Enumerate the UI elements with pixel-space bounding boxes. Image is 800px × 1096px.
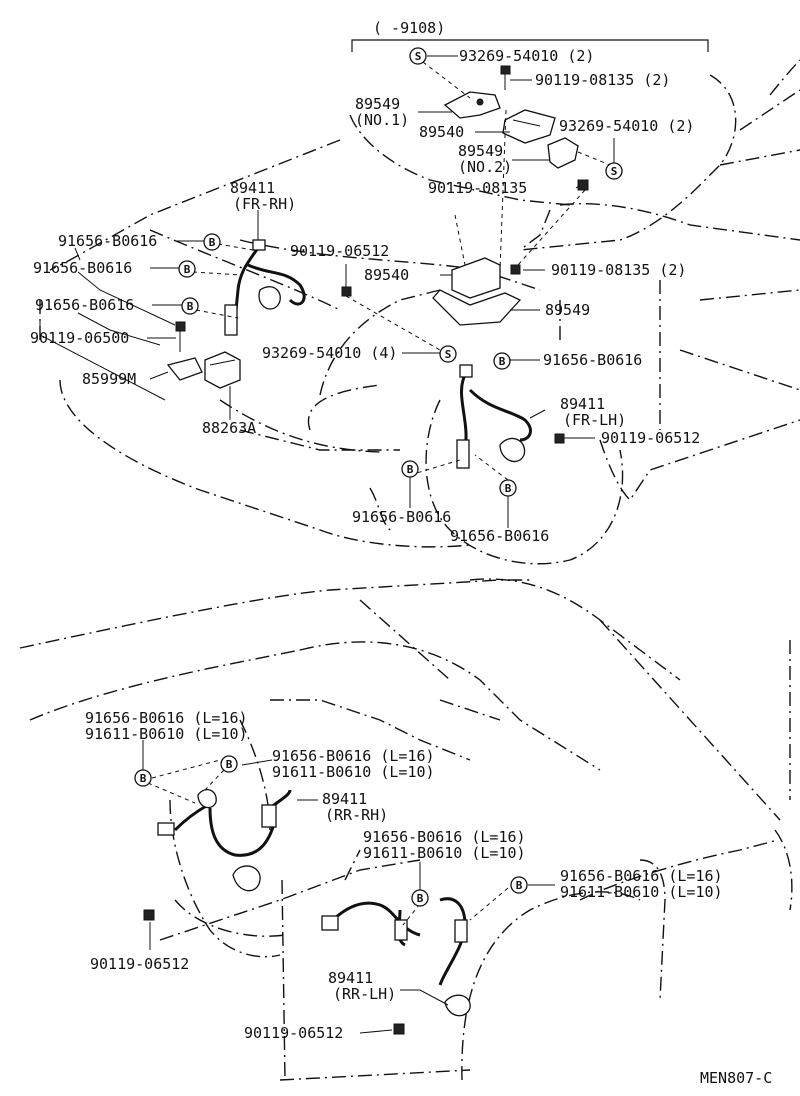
bolt-badge-rr-lh-2: B [510,876,528,894]
label-rr-rh-clamp1b: 91611-B0610 (L=10) [85,725,248,743]
label-bolt-mid: 90119-08135 [428,179,527,197]
rear-body-outline [19,578,793,1081]
label-clamp-e: 91656-B0616 [352,508,451,526]
label-clamp-b: 91656-B0616 [33,259,132,277]
bolt-fr-lh [554,433,565,444]
label-bolt-computer: 90119-08135 (2) [551,261,686,279]
label-sensor-fr-rh: 89411 [230,179,275,197]
bolt-top [500,65,511,90]
bolt-rr-rh [143,909,155,921]
label-bolt-relay: 90119-06500 [30,329,129,347]
label-rr-lh-clamp2: 91656-B0616 (L=16) [560,867,723,885]
svg-text:B: B [187,300,194,313]
label-computer-mid: 89540 [364,266,409,284]
label-sensor-rr-lh-sub: (RR-LH) [333,985,396,1003]
svg-text:B: B [226,758,233,771]
bolt-badge-rr-rh-2: B [220,755,238,773]
screw-badge-top: S [409,47,427,65]
label-screw-four: 93269-54010 (4) [262,344,397,362]
leader-lines [39,55,615,1034]
label-screw-right: 93269-54010 (2) [559,117,694,135]
bolt-relay [175,321,186,352]
label-bracket-mid: 89549 [545,301,590,319]
label-bolt-rr-lh: 90119-06512 [244,1024,343,1042]
svg-text:B: B [417,892,424,905]
bolt-badge-rr-rh-1: B [134,769,152,787]
label-bracket-no1: 89549 [355,95,400,113]
label-sensor-rr-rh-sub: (RR-RH) [325,806,388,824]
svg-text:B: B [505,482,512,495]
label-bracket-screw-top: 93269-54010 (2) [459,47,594,65]
svg-text:S: S [611,165,618,178]
svg-text:B: B [516,879,523,892]
diagram-code: MEN807-C [700,1069,772,1087]
svg-text:S: S [445,348,452,361]
label-bolt-top: 90119-08135 (2) [535,71,670,89]
label-bracket-no1-sub: (NO.1) [355,111,409,129]
abs-computer-mid [451,257,501,299]
label-rr-lh-clamp1: 91656-B0616 (L=16) [363,828,526,846]
bolt-computer [510,264,521,275]
date-range-label: ( -9108) [373,19,445,37]
label-rr-rh-clamp2: 91656-B0616 (L=16) [272,747,435,765]
screw-badge-four: S [439,345,457,363]
computer-bracket-no2 [547,137,579,169]
front-rh-speed-sensor [224,239,306,336]
label-sensor-fr-lh: 89411 [560,395,605,413]
label-bracket-relay: 85999M [82,370,136,388]
bolt-badge-rr-lh-1: B [411,889,429,907]
screw-badge-right: S [605,162,623,180]
bolt-badge-a: B [203,233,221,251]
bolt-fr-rh [341,286,352,297]
bolt-badge-e: B [401,460,419,478]
bolt-badge-d: B [493,352,511,370]
svg-text:B: B [209,236,216,249]
label-bolt-fr-rh: 90119-06512 [290,242,389,260]
computer-bracket-mid [432,289,522,326]
svg-text:B: B [499,355,506,368]
svg-text:B: B [184,263,191,276]
rear-rh-speed-sensor [157,789,292,892]
bolt-rr-lh [393,1023,405,1035]
label-rr-lh-clamp2b: 91611-B0610 (L=10) [560,883,723,901]
abs-computer-top [502,109,556,144]
part-labels: 93269-54010 (2) 90119-08135 (2) 89549 (N… [30,47,772,1087]
label-bracket-no2: 89549 [458,142,503,160]
label-clamp-a: 91656-B0616 [58,232,157,250]
label-clamp-f: 91656-B0616 [450,527,549,545]
label-sensor-fr-rh-sub: (FR-RH) [233,195,296,213]
svg-text:B: B [140,772,147,785]
label-rr-lh-clamp1b: 91611-B0610 (L=10) [363,844,526,862]
bolt-badge-b: B [178,260,196,278]
computer-bracket-no1 [443,91,501,119]
label-bolt-fr-lh: 90119-06512 [601,429,700,447]
label-sensor-fr-lh-sub: (FR-LH) [563,411,626,429]
relay-bracket [166,357,203,381]
label-bolt-rr-rh: 90119-06512 [90,955,189,973]
bolt-mid [577,179,589,191]
label-relay: 88263A [202,419,256,437]
svg-text:B: B [407,463,414,476]
abs-relay [204,351,241,389]
label-sensor-rr-rh: 89411 [322,790,367,808]
front-body-outline [39,59,800,565]
label-rr-rh-clamp1: 91656-B0616 (L=16) [85,709,248,727]
label-bracket-no2-sub: (NO.2) [458,158,512,176]
label-rr-rh-clamp2b: 91611-B0610 (L=10) [272,763,435,781]
front-lh-speed-sensor [456,364,532,469]
rear-lh-speed-sensor [321,897,471,1017]
label-sensor-rr-lh: 89411 [328,969,373,987]
label-computer-top: 89540 [419,123,464,141]
svg-text:S: S [415,50,422,63]
label-clamp-c: 91656-B0616 [35,296,134,314]
bolt-badge-f: B [499,479,517,497]
date-range-bracket: ( -9108) [351,19,709,52]
bolt-badge-c: B [181,297,199,315]
label-clamp-d: 91656-B0616 [543,351,642,369]
